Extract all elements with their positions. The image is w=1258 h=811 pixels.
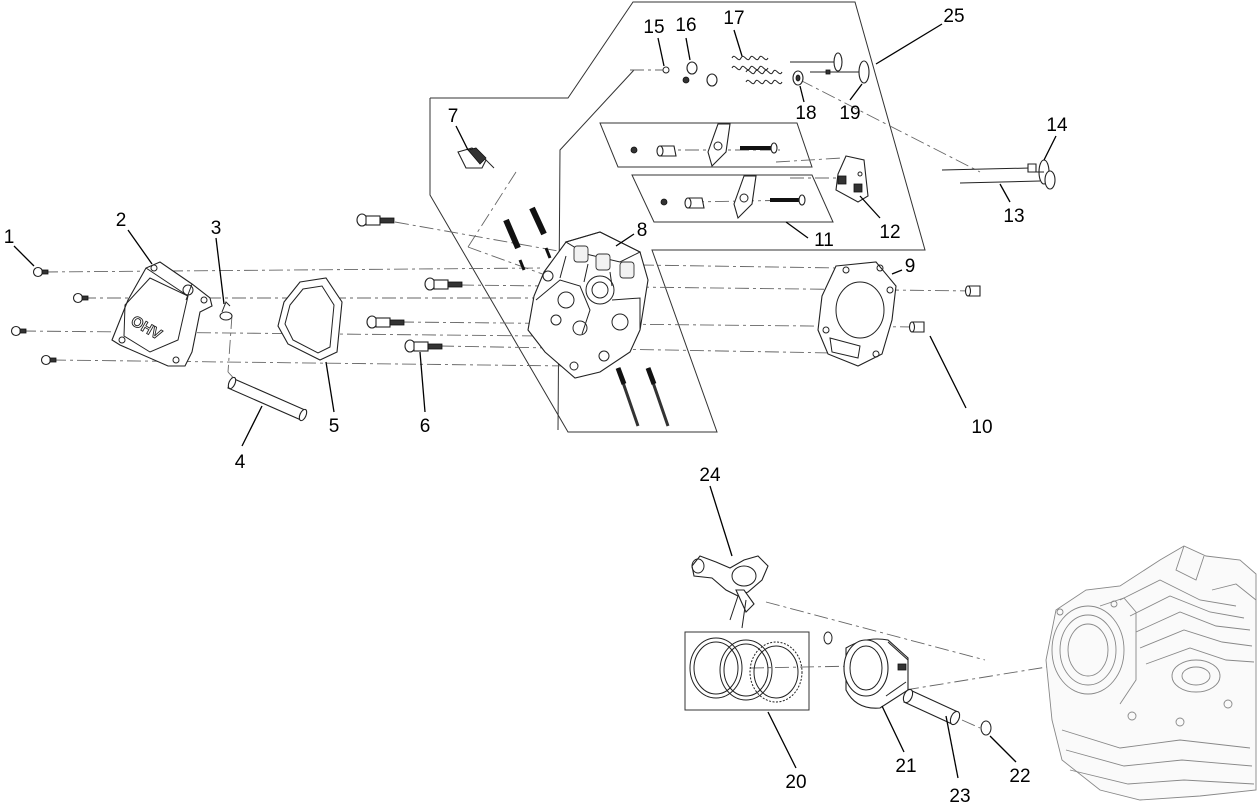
connecting-rod [691, 555, 769, 629]
callout-leaders [13, 23, 1057, 779]
callout-12: 12 [879, 222, 900, 243]
callout-2: 2 [116, 210, 127, 231]
hose-clamp [219, 301, 233, 321]
rocker-arm-upper [630, 123, 778, 168]
piston-pin-clip [980, 720, 992, 736]
callout-15: 15 [643, 17, 664, 38]
spark-plug [457, 147, 495, 169]
cover-bolt [10, 325, 27, 337]
valve-cover: OHV [111, 261, 213, 367]
push-rod-guide-plate [835, 155, 869, 203]
callout-24: 24 [699, 465, 721, 486]
callout-14: 14 [1046, 115, 1068, 136]
valve-keeper [662, 66, 670, 74]
callout-13: 13 [1003, 206, 1024, 227]
callout-18: 18 [795, 103, 816, 124]
rocker-arm-set-frame-lower [631, 174, 834, 223]
cover-gasket [277, 277, 343, 361]
callout-20: 20 [785, 772, 806, 793]
callout-labels: 1 2 3 4 5 6 7 8 9 10 11 12 13 14 15 16 1… [4, 6, 1068, 807]
callout-25: 25 [943, 6, 964, 27]
engine-block [1045, 545, 1257, 801]
callout-19: 19 [839, 103, 860, 124]
valve-lifters [1036, 159, 1056, 190]
callout-3: 3 [211, 218, 222, 239]
callout-7: 7 [448, 106, 459, 127]
dowel-pins [908, 285, 981, 333]
piston-clip-top [823, 631, 833, 645]
callout-6: 6 [420, 416, 431, 437]
rocker-arm-lower [660, 175, 806, 220]
callout-9: 9 [905, 256, 916, 277]
head-bolt [356, 213, 395, 227]
push-rods [941, 163, 1041, 184]
cover-bolt-group [10, 266, 89, 366]
assembly-lines [21, 69, 1091, 729]
callout-11: 11 [814, 230, 834, 251]
callout-22: 22 [1009, 766, 1030, 787]
cylinder-head-assembly-frame [429, 1, 926, 433]
piston-rings [689, 637, 803, 703]
callout-4: 4 [235, 452, 246, 473]
head-bolt [404, 339, 443, 353]
valves [790, 52, 870, 84]
head-bolt [366, 315, 405, 329]
callout-5: 5 [329, 416, 340, 437]
callout-17: 17 [723, 8, 744, 29]
head-studs [503, 206, 670, 427]
rocker-arm-set-frame-upper [599, 122, 813, 168]
valve-seal [792, 70, 804, 86]
callout-21: 21 [895, 756, 916, 777]
piston [843, 638, 909, 709]
head-bolt-group [356, 213, 463, 353]
cover-bolt [72, 292, 89, 304]
callout-16: 16 [675, 15, 696, 36]
breather-tube [227, 376, 308, 422]
valve-springs [731, 55, 783, 85]
piston-ring-set-frame [684, 631, 810, 711]
callout-8: 8 [637, 220, 648, 241]
cover-bolt [40, 354, 57, 366]
valve-spring-retainer [682, 61, 718, 87]
callout-23: 23 [949, 786, 970, 807]
head-gasket [817, 261, 897, 367]
piston-pin [902, 688, 961, 726]
cylinder-head [527, 231, 649, 379]
callout-1: 1 [4, 227, 15, 248]
callout-10: 10 [971, 417, 992, 438]
cover-bolt [32, 266, 49, 278]
head-bolt [424, 277, 463, 291]
